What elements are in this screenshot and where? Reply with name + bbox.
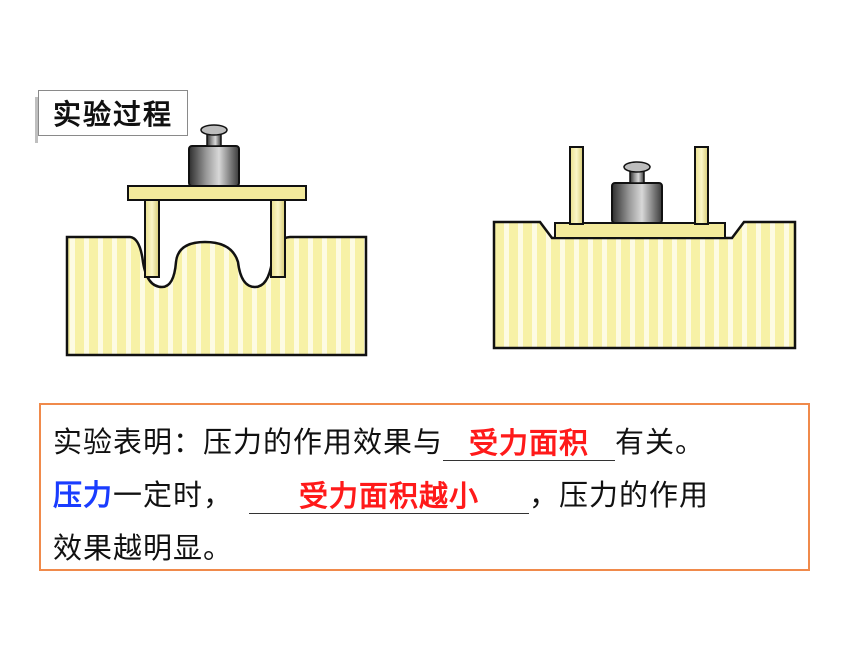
left-board bbox=[127, 185, 307, 201]
right-board bbox=[554, 222, 726, 239]
line1-suffix: 有关。 bbox=[615, 425, 706, 459]
left-leg-2 bbox=[270, 196, 286, 278]
conclusion-box: 实验表明：压力的作用效果与受力面积有关。 压力一定时，受力面积越小，压力的作用 … bbox=[39, 403, 810, 571]
right-weight bbox=[611, 161, 663, 224]
answer-2: 受力面积越小 bbox=[299, 479, 480, 513]
answer-1: 受力面积 bbox=[469, 426, 590, 460]
right-sponge-setup bbox=[492, 146, 797, 350]
line2-prefix: 一定时， bbox=[113, 478, 234, 512]
section-title: 实验过程 bbox=[35, 90, 188, 143]
right-sponge bbox=[492, 220, 797, 350]
left-sponge bbox=[65, 235, 368, 357]
experiment-illustration bbox=[65, 124, 797, 357]
answer-blank-2: 受力面积越小 bbox=[249, 473, 530, 514]
right-leg-1 bbox=[569, 146, 584, 225]
right-leg-2 bbox=[694, 146, 709, 225]
line2-suffix: ，压力的作用 bbox=[529, 478, 710, 512]
left-sponge-setup bbox=[65, 124, 368, 357]
left-weight bbox=[188, 124, 240, 187]
left-leg-1 bbox=[144, 196, 160, 278]
conclusion-line-1: 实验表明：压力的作用效果与受力面积有关。 bbox=[53, 419, 705, 461]
conclusion-line-3: 效果越明显。 bbox=[53, 531, 234, 565]
highlight-pressure: 压力 bbox=[53, 478, 114, 512]
answer-blank-1: 受力面积 bbox=[443, 420, 616, 461]
line1-prefix: 实验表明：压力的作用效果与 bbox=[53, 425, 444, 459]
conclusion-line-2: 压力一定时， 受力面积越小 ，压力的作用 bbox=[53, 472, 709, 514]
